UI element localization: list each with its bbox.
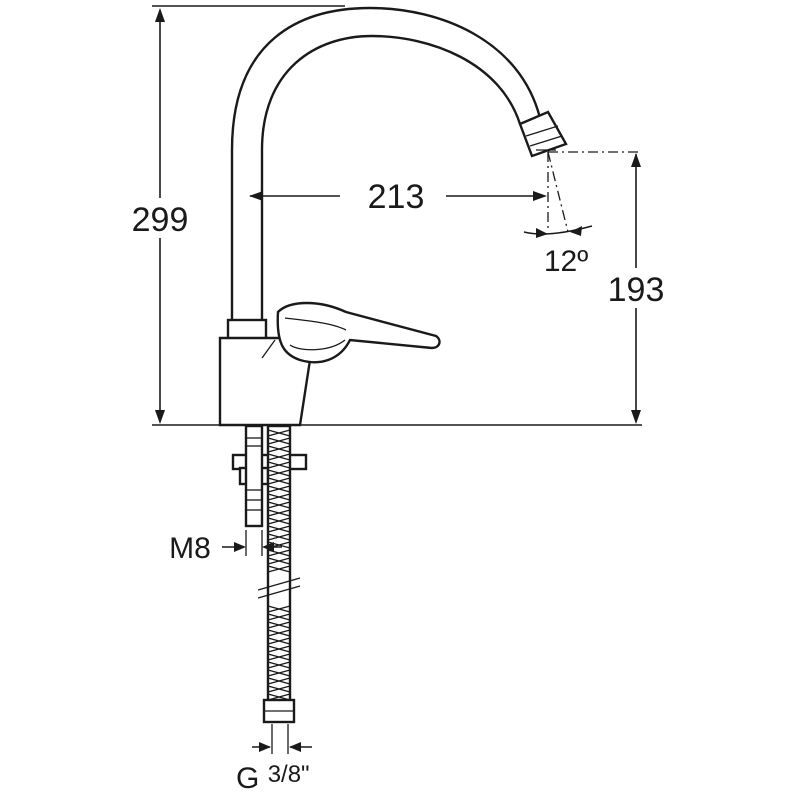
spout-angle-label: 12º [544,245,588,278]
reach-label: 213 [368,178,425,216]
faucet [218,6,568,724]
svg-text:G 3/8": G 3/8" [236,761,310,795]
dim-connection: G 3/8" [236,724,312,795]
dim-spout-height: 193 [600,153,672,424]
dim-total-height: 299 [124,5,345,424]
total-height-label: 299 [132,201,189,239]
threaded-stud [244,424,264,528]
lever-handle [276,301,441,364]
dim-mount-thread: M8 [169,530,282,565]
hose-braid [267,429,291,701]
spout-outer [230,6,542,322]
dim-spout-angle: 12º [523,225,593,278]
spout-inner [260,34,522,322]
connection-fraction: 3/8" [268,761,310,788]
connection-label: G [236,762,259,795]
mount-thread-label: M8 [169,532,211,565]
spout-height-label: 193 [608,271,665,309]
dim-reach: 213 [249,178,547,216]
